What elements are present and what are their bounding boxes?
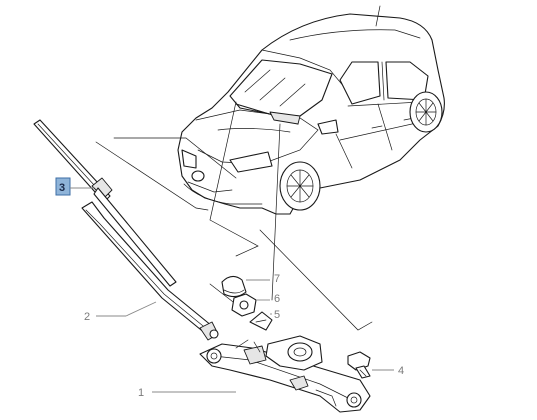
part-6-nut — [231, 293, 257, 317]
brand-logo-icon — [191, 170, 205, 182]
callout-4[interactable]: 4 — [372, 365, 404, 377]
callout-2-label: 2 — [84, 311, 90, 323]
projection-lines — [95, 101, 373, 331]
car-illustration — [177, 5, 445, 215]
callout-2[interactable]: 2 — [84, 301, 157, 323]
wiper-blade — [33, 119, 177, 287]
wiper-arm — [81, 201, 219, 341]
callout-3-label: 3 — [59, 182, 65, 194]
callout-6-label: 6 — [274, 293, 280, 305]
callout-3-highlight — [55, 177, 71, 196]
callout-6[interactable]: 6 — [256, 293, 280, 305]
callout-1[interactable]: 1 — [138, 387, 236, 399]
callout-4-label: 4 — [398, 365, 404, 377]
callout-7-label: 7 — [274, 273, 280, 285]
wiper-linkage-motor — [199, 335, 371, 413]
callout-3[interactable]: 3 — [55, 177, 94, 196]
part-7-cap — [221, 275, 247, 298]
part-5-gasket — [249, 311, 273, 331]
part-4-bolt — [347, 351, 371, 379]
callout-1-label: 1 — [138, 387, 144, 399]
callout-7[interactable]: 7 — [246, 273, 280, 285]
callout-5[interactable]: 5 — [270, 309, 280, 321]
callout-5-label: 5 — [274, 309, 280, 321]
